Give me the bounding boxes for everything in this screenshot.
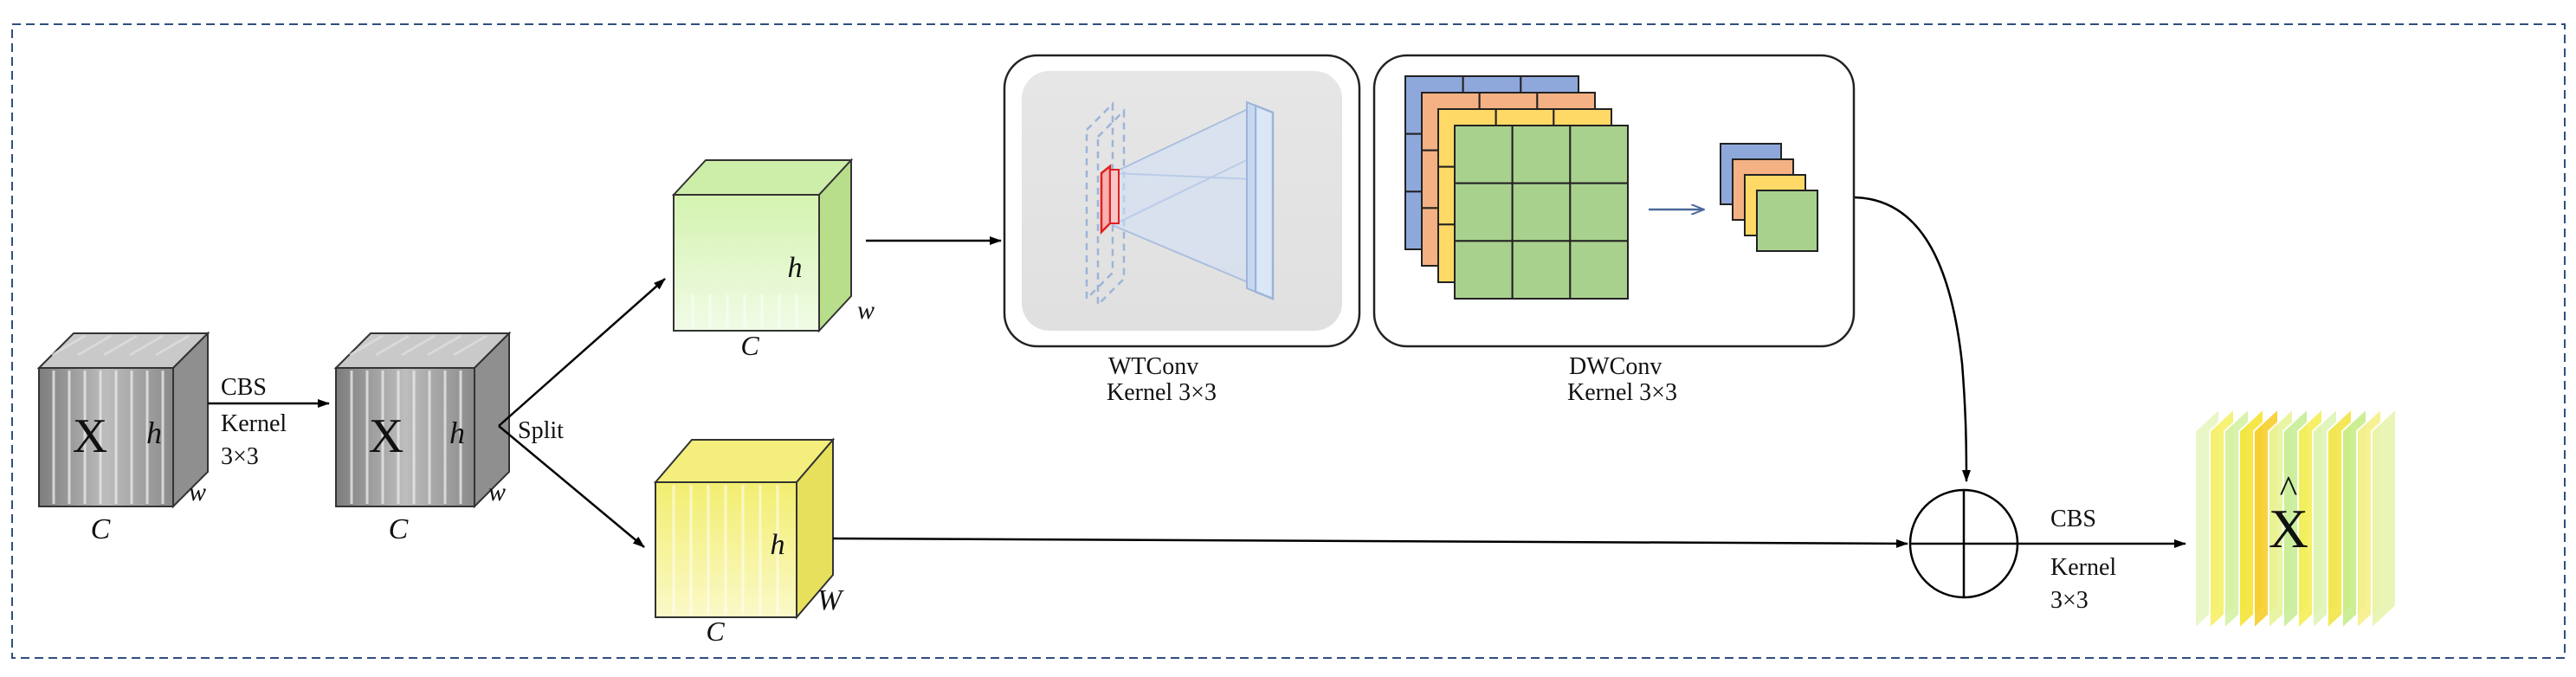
green-feature-cube: [671, 158, 854, 333]
input-c-label: C: [91, 513, 111, 545]
output-feature-stack: [2194, 406, 2397, 631]
output-symbol: X: [2269, 498, 2308, 559]
cbs1-kernel-label: Kernel: [221, 410, 287, 437]
outer-dashed-border: [11, 23, 2566, 659]
dwconv-kernel-green: [1756, 190, 1818, 252]
mid-h-label: h: [449, 416, 465, 450]
output-hat: ^: [2280, 468, 2298, 511]
yellow-c-label: C: [706, 616, 725, 647]
sum-node: [1908, 488, 2019, 599]
cbs2-size-label: 3×3: [2050, 587, 2089, 614]
yellow-w-label: W: [817, 584, 844, 616]
mid-feature-cube: [333, 331, 512, 509]
dwconv-name: DWConv: [1569, 353, 1662, 380]
mid-symbol: X: [369, 409, 404, 463]
output-slice: [2371, 406, 2397, 631]
yellow-feature-cube: [653, 437, 836, 620]
cbs2-kernel-label: Kernel: [2050, 554, 2116, 581]
cbs2-label: CBS: [2050, 506, 2096, 532]
input-h-label: h: [146, 416, 162, 450]
wtconv-box: [1003, 54, 1361, 348]
green-w-label: w: [857, 296, 875, 325]
mid-w-label: w: [488, 478, 506, 506]
cbs1-label: CBS: [221, 374, 267, 401]
arrow-split-up: [498, 278, 666, 427]
input-w-label: w: [189, 478, 206, 506]
wtconv-name: WTConv: [1108, 353, 1198, 380]
green-c-label: C: [740, 330, 759, 361]
input-symbol: X: [73, 409, 107, 463]
yellow-h-label: h: [771, 529, 785, 561]
arrow-dwconv-to-sum: [1854, 196, 1971, 482]
input-feature-cube: [36, 331, 210, 509]
arrow-split-down: [498, 425, 645, 548]
wtconv-kernel: Kernel 3×3: [1107, 379, 1217, 406]
dwconv-kernel: Kernel 3×3: [1567, 379, 1677, 406]
arrow-yellow-to-sum: [832, 537, 1908, 548]
mid-c-label: C: [389, 513, 409, 545]
green-h-label: h: [788, 252, 803, 284]
cbs1-size-label: 3×3: [221, 443, 259, 470]
split-label: Split: [518, 417, 564, 444]
dwconv-channel-grids: [1404, 75, 1630, 300]
dwconv-kernel-stack: [1720, 143, 1818, 252]
dwconv-grid-green: [1454, 125, 1630, 300]
